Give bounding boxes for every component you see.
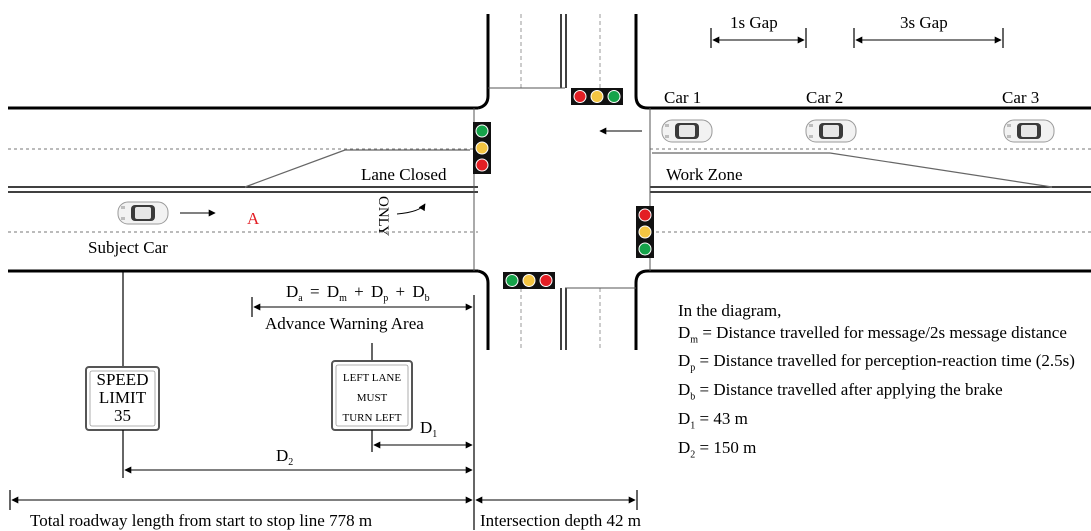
car-2-icon bbox=[805, 119, 857, 143]
legend-dp: Dp = Distance travelled for perception-r… bbox=[678, 351, 1075, 374]
legend-d2: D2 = 150 m bbox=[678, 438, 757, 461]
speed-sign-line1: SPEED bbox=[97, 370, 149, 389]
speed-sign-line2: LIMIT bbox=[99, 388, 147, 407]
left-turn-arrow bbox=[396, 203, 426, 215]
total-length-label: Total roadway length from start to stop … bbox=[30, 511, 372, 530]
traffic-light-east bbox=[636, 206, 654, 258]
subject-car-icon bbox=[117, 201, 169, 225]
subject-car-label: Subject Car bbox=[88, 238, 168, 257]
car-2-label: Car 2 bbox=[806, 88, 843, 107]
traffic-light-south bbox=[503, 272, 555, 289]
north-south-road bbox=[473, 14, 651, 350]
turn-sign-line3: TURN LEFT bbox=[343, 412, 402, 424]
traffic-light-north bbox=[571, 88, 623, 105]
car-3-icon bbox=[1003, 119, 1055, 143]
speed-sign-value: 35 bbox=[114, 406, 131, 425]
gap-1s-label: 1s Gap bbox=[730, 13, 778, 32]
d1-label: D1 bbox=[420, 418, 437, 440]
legend-db: Db = Distance travelled after applying t… bbox=[678, 380, 1003, 403]
only-marking: ONLY bbox=[375, 196, 391, 236]
car-1-icon bbox=[661, 119, 713, 143]
car-3-label: Car 3 bbox=[1002, 88, 1039, 107]
d2-label: D2 bbox=[276, 446, 293, 468]
legend-d1: D1 = 43 m bbox=[678, 409, 748, 432]
turn-sign-line1: LEFT LANE bbox=[343, 372, 401, 384]
intersection-depth-label: Intersection depth 42 m bbox=[480, 511, 641, 530]
legend-intro: In the diagram, bbox=[678, 301, 782, 320]
speed-limit-sign: SPEED LIMIT 35 bbox=[85, 366, 160, 431]
left-lane-turn-sign: LEFT LANE MUST TURN LEFT bbox=[331, 360, 413, 431]
gap-3s-label: 3s Gap bbox=[900, 13, 948, 32]
west-road bbox=[8, 14, 490, 350]
gap-markers bbox=[710, 28, 1004, 48]
point-a-marker: A bbox=[247, 209, 260, 228]
east-road bbox=[634, 14, 1091, 350]
legend-dm: Dm = Distance travelled for message/2s m… bbox=[678, 322, 1067, 345]
car-1-label: Car 1 bbox=[664, 88, 701, 107]
legend: In the diagram, Dm = Distance travelled … bbox=[678, 300, 1090, 466]
traffic-light-west bbox=[473, 122, 491, 174]
advance-warning-label: Advance Warning Area bbox=[265, 314, 424, 333]
formula-text: Da = Dm + Dp + Db bbox=[286, 282, 430, 305]
work-zone-label: Work Zone bbox=[666, 165, 743, 184]
turn-sign-line2: MUST bbox=[357, 392, 388, 404]
lane-closed-label: Lane Closed bbox=[361, 165, 447, 184]
